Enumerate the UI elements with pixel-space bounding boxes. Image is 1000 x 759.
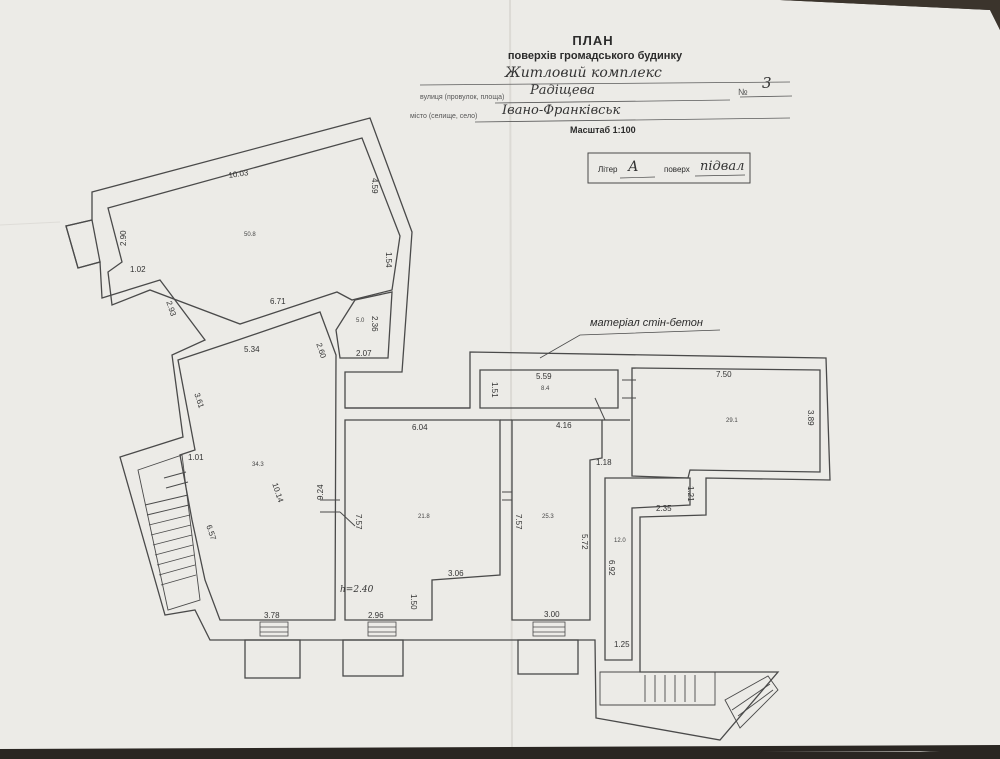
room-area-4: 25.3 xyxy=(542,514,554,520)
room-area-6: 8.4 xyxy=(541,386,550,392)
stairs-bottom-right xyxy=(599,671,779,729)
room-area-1: 50.8 xyxy=(244,232,256,238)
dim-label: 1.21 xyxy=(686,486,695,502)
dim-label: 7.50 xyxy=(716,370,732,379)
dim-label: 6.92 xyxy=(607,560,616,576)
stairs-left xyxy=(137,454,201,611)
room-area-5: 5.0 xyxy=(356,318,365,324)
dim-label: 2.35 xyxy=(656,504,672,513)
dim-label: 3.00 xyxy=(544,610,560,619)
dim-label: 2.90 xyxy=(119,230,128,246)
entry-steps xyxy=(259,621,566,637)
dim-label: 1.25 xyxy=(614,640,630,649)
street-label: вулиця (провулок, площа) xyxy=(420,94,505,101)
litera-box xyxy=(587,152,751,184)
dim-label: 1.02 xyxy=(130,265,146,274)
dim-label: 3.06 xyxy=(448,569,464,578)
dim-label: 6.04 xyxy=(412,423,428,432)
height-note: h=2.40 xyxy=(340,585,374,595)
material-note: матеріал стін-бетон xyxy=(590,317,703,329)
porch-1 xyxy=(244,639,301,679)
room-4-wall xyxy=(511,419,603,621)
dim-label: 7.57 xyxy=(514,514,523,530)
porch-2 xyxy=(342,639,404,677)
room-6-wall xyxy=(479,369,619,409)
city-label: місто (селище, село) xyxy=(410,113,478,120)
header-underlines xyxy=(419,81,793,123)
litera-label: Літер xyxy=(598,165,618,174)
dim-label: 1.01 xyxy=(188,453,204,462)
dim-label: 2.07 xyxy=(356,349,372,358)
floor-value: підвал xyxy=(700,159,745,174)
object-name-handwritten: Житловий комплекс xyxy=(505,65,662,81)
dim-label: 7.57 xyxy=(354,514,363,530)
litera-value: А xyxy=(628,159,639,175)
city-value: Івано-Франківськ xyxy=(502,103,621,118)
dim-label: 1.51 xyxy=(490,382,499,398)
number-label: № xyxy=(738,87,748,97)
dim-label: 3.78 xyxy=(264,611,280,620)
door-marks xyxy=(163,379,636,527)
porch-left-top xyxy=(65,219,101,269)
number-value: 3 xyxy=(762,74,772,92)
dim-label: 5.72 xyxy=(580,534,589,550)
dim-label: 4.16 xyxy=(556,421,572,430)
material-leader xyxy=(539,329,721,359)
dim-label: 2.36 xyxy=(370,316,379,332)
street-value: Радіщева xyxy=(530,83,595,98)
dim-label: 1.18 xyxy=(596,458,612,467)
dim-label: 4.59 xyxy=(370,178,379,194)
room-5-wall xyxy=(335,291,393,359)
dim-label: 1.50 xyxy=(409,594,418,610)
plan-subtitle: поверхів громадського будинку xyxy=(507,50,683,62)
plan-title: ПЛАН xyxy=(572,33,614,48)
left-wing-outer-wall xyxy=(65,117,831,741)
dim-label: 5.59 xyxy=(536,372,552,381)
room-area-2: 34.3 xyxy=(252,462,264,468)
dim-label: 9.24 xyxy=(316,484,325,500)
room-2-wall xyxy=(177,311,337,621)
dim-label: 3.89 xyxy=(806,410,815,426)
dim-label: 1.54 xyxy=(384,252,393,268)
room-7-wall xyxy=(631,367,821,479)
room-8-wall xyxy=(604,477,691,661)
room-area-7: 29.1 xyxy=(726,418,738,424)
dim-label: 5.34 xyxy=(244,345,260,354)
porch-3 xyxy=(517,639,579,675)
scale-label: Масштаб 1:100 xyxy=(570,125,636,135)
room-area-3: 21.8 xyxy=(418,514,430,520)
dim-label: 6.71 xyxy=(270,297,286,306)
dim-label: 2.96 xyxy=(368,611,384,620)
room-area-8: 12.0 xyxy=(614,538,626,544)
floor-label: поверх xyxy=(664,165,690,174)
room-1-wall xyxy=(107,137,401,325)
